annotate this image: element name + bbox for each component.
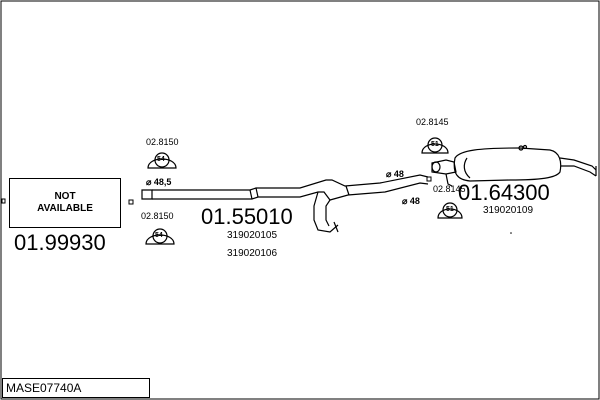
diameter-label-48-5: ⌀ 48,5 [146, 177, 172, 187]
rear-part-ref: 01.64300 [458, 180, 550, 205]
model-code-box: MASE07740A [2, 378, 150, 398]
middle-oe-number-1: 319020105 [227, 230, 278, 241]
model-code: MASE07740A [6, 381, 82, 395]
diameter-label-48-b: ⌀ 48 [402, 196, 420, 206]
diameter-label-48-a: ⌀ 48 [386, 169, 404, 179]
rear-silencer-drawing [431, 144, 597, 187]
clamp-icon [147, 152, 177, 169]
clamp-icon [421, 137, 449, 154]
edge-marker-mid [128, 199, 134, 205]
clamp-badge-3: 51 [431, 141, 439, 148]
not-available-label: NOT AVAILABLE [37, 191, 93, 214]
front-part-ref: 01.99930 [14, 230, 106, 255]
not-available-box: NOT AVAILABLE [9, 178, 121, 228]
clamp-ref-3: 02.8145 [416, 117, 449, 127]
clamp-ref-4: 02.8145 [433, 184, 466, 194]
edge-marker-left [1, 198, 6, 204]
dot [510, 232, 512, 234]
clamp-badge-2: 54 [155, 232, 163, 239]
clamp-ref-2: 02.8150 [141, 211, 174, 221]
middle-oe-number-2: 319020106 [227, 248, 278, 259]
clamp-badge-1: 54 [157, 156, 165, 163]
edge-marker-right [426, 176, 432, 182]
middle-part-ref: 01.55010 [201, 204, 293, 229]
clamp-icon [145, 228, 175, 245]
clamp-badge-4: 51 [446, 206, 454, 213]
clamp-ref-1: 02.8150 [146, 137, 179, 147]
clamp-icon [437, 202, 463, 219]
rear-oe-number-1: 319020109 [483, 205, 534, 216]
middle-pipe-drawing [141, 174, 429, 233]
